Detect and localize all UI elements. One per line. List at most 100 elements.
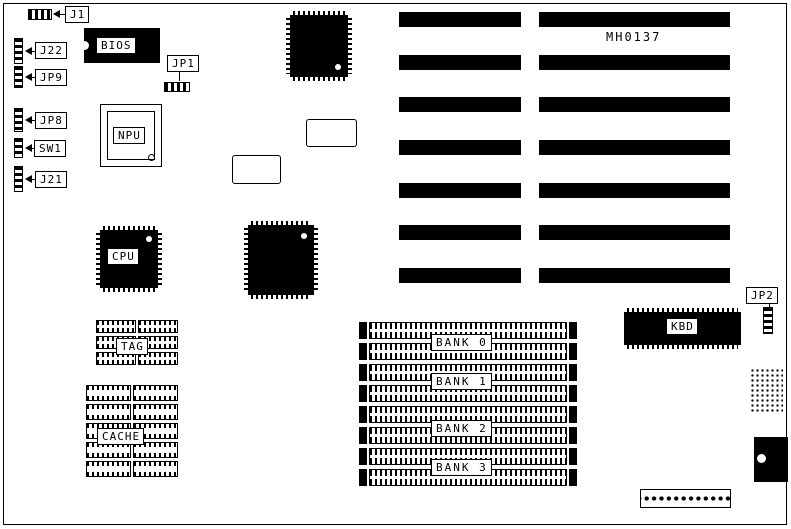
simm-end-cap [359,406,367,423]
cache-ram-socket [133,385,178,401]
simm-end-cap [359,343,367,360]
simm-end-cap [359,364,367,381]
isa-slot-segment [399,55,521,70]
keyboard-din-connector [754,437,788,482]
isa-slot-segment [539,55,730,70]
chip-pins-left [244,228,248,292]
label-bank1: BANK 1 [431,373,492,390]
leader-line [769,303,770,307]
oscillator-1 [306,119,357,147]
leader-line [32,51,35,52]
leader-line [32,179,35,180]
oscillator-2 [232,155,281,184]
solder-pad-grid [750,368,783,413]
pin1-marker [148,154,155,161]
label-npu: NPU [113,127,145,144]
arrow-left-icon [25,73,32,81]
simm-end-cap [569,406,577,423]
chip-pins-bottom [251,295,311,299]
chip-pins-right [348,18,352,74]
cache-ram-socket [86,461,131,477]
chip-pins-left [96,233,100,285]
pin1-marker [335,64,341,70]
board-part-number: MH0137 [606,30,662,44]
label-jp2: JP2 [746,287,778,304]
chip-pins-bottom [627,345,738,349]
tag-ram-socket [138,320,178,333]
pin1-marker [146,236,152,242]
simm-end-cap [569,322,577,339]
connector-j21 [14,166,23,192]
cache-ram-socket [133,442,178,458]
label-sw1: SW1 [34,140,66,157]
cache-ram-socket [86,385,131,401]
simm-end-cap [569,364,577,381]
power-connector [640,489,731,508]
arrow-left-icon [53,10,60,18]
label-bank3: BANK 3 [431,459,492,476]
connector-jp2 [763,307,773,334]
label-bank2: BANK 2 [431,420,492,437]
simm-end-cap [569,343,577,360]
simm-end-cap [569,427,577,444]
chip-pins-right [314,228,318,292]
label-j1: J1 [65,6,90,23]
chip-pins-top [251,221,311,225]
connector-sw1 [14,138,23,158]
cache-ram-socket [86,404,131,420]
chip-pins-top [293,11,345,15]
chip-pins-left [286,18,290,74]
pin1-marker [301,233,307,239]
simm-end-cap [359,322,367,339]
din-hole [757,454,766,463]
simm-socket [369,385,567,402]
leader-line [179,72,180,81]
isa-slot-segment [539,268,730,283]
label-kbd: KBD [666,318,698,335]
isa-slot-segment [539,140,730,155]
label-bank0: BANK 0 [431,334,492,351]
isa-slot-segment [539,12,730,27]
cache-ram-socket [86,442,131,458]
chip-notch [80,41,89,50]
chip-pins-top [103,226,155,230]
simm-end-cap [359,448,367,465]
asic-chip-large [286,11,352,81]
isa-slot-segment [399,97,521,112]
isa-slot-segment [539,183,730,198]
label-j21: J21 [35,171,67,188]
simm-socket [369,406,567,423]
board-outline [3,3,787,525]
leader-line [60,14,65,15]
cache-ram-socket [133,404,178,420]
connector-jp9 [14,66,23,88]
isa-slot-segment [399,183,521,198]
tag-ram-socket [138,352,178,365]
isa-slot-segment [399,140,521,155]
arrow-left-icon [25,47,32,55]
leader-line [32,148,35,149]
label-j22: J22 [35,42,67,59]
label-bios: BIOS [96,37,136,54]
simm-end-cap [359,385,367,402]
arrow-left-icon [25,144,32,152]
isa-slot-segment [399,268,521,283]
label-tag: TAG [116,338,148,355]
cache-ram-socket [133,423,178,439]
label-jp8: JP8 [35,112,67,129]
chipset-chip [244,221,318,299]
isa-slot-segment [539,225,730,240]
simm-end-cap [569,448,577,465]
simm-end-cap [569,469,577,486]
cache-ram-socket [133,461,178,477]
label-cache: CACHE [97,428,145,445]
chip-pins-bottom [293,77,345,81]
simm-end-cap [359,427,367,444]
isa-slot-segment [539,97,730,112]
label-cpu: CPU [107,248,139,265]
chip-pins-top [627,308,738,312]
connector-j1 [28,9,52,20]
simm-end-cap [569,385,577,402]
leader-line [32,77,35,78]
